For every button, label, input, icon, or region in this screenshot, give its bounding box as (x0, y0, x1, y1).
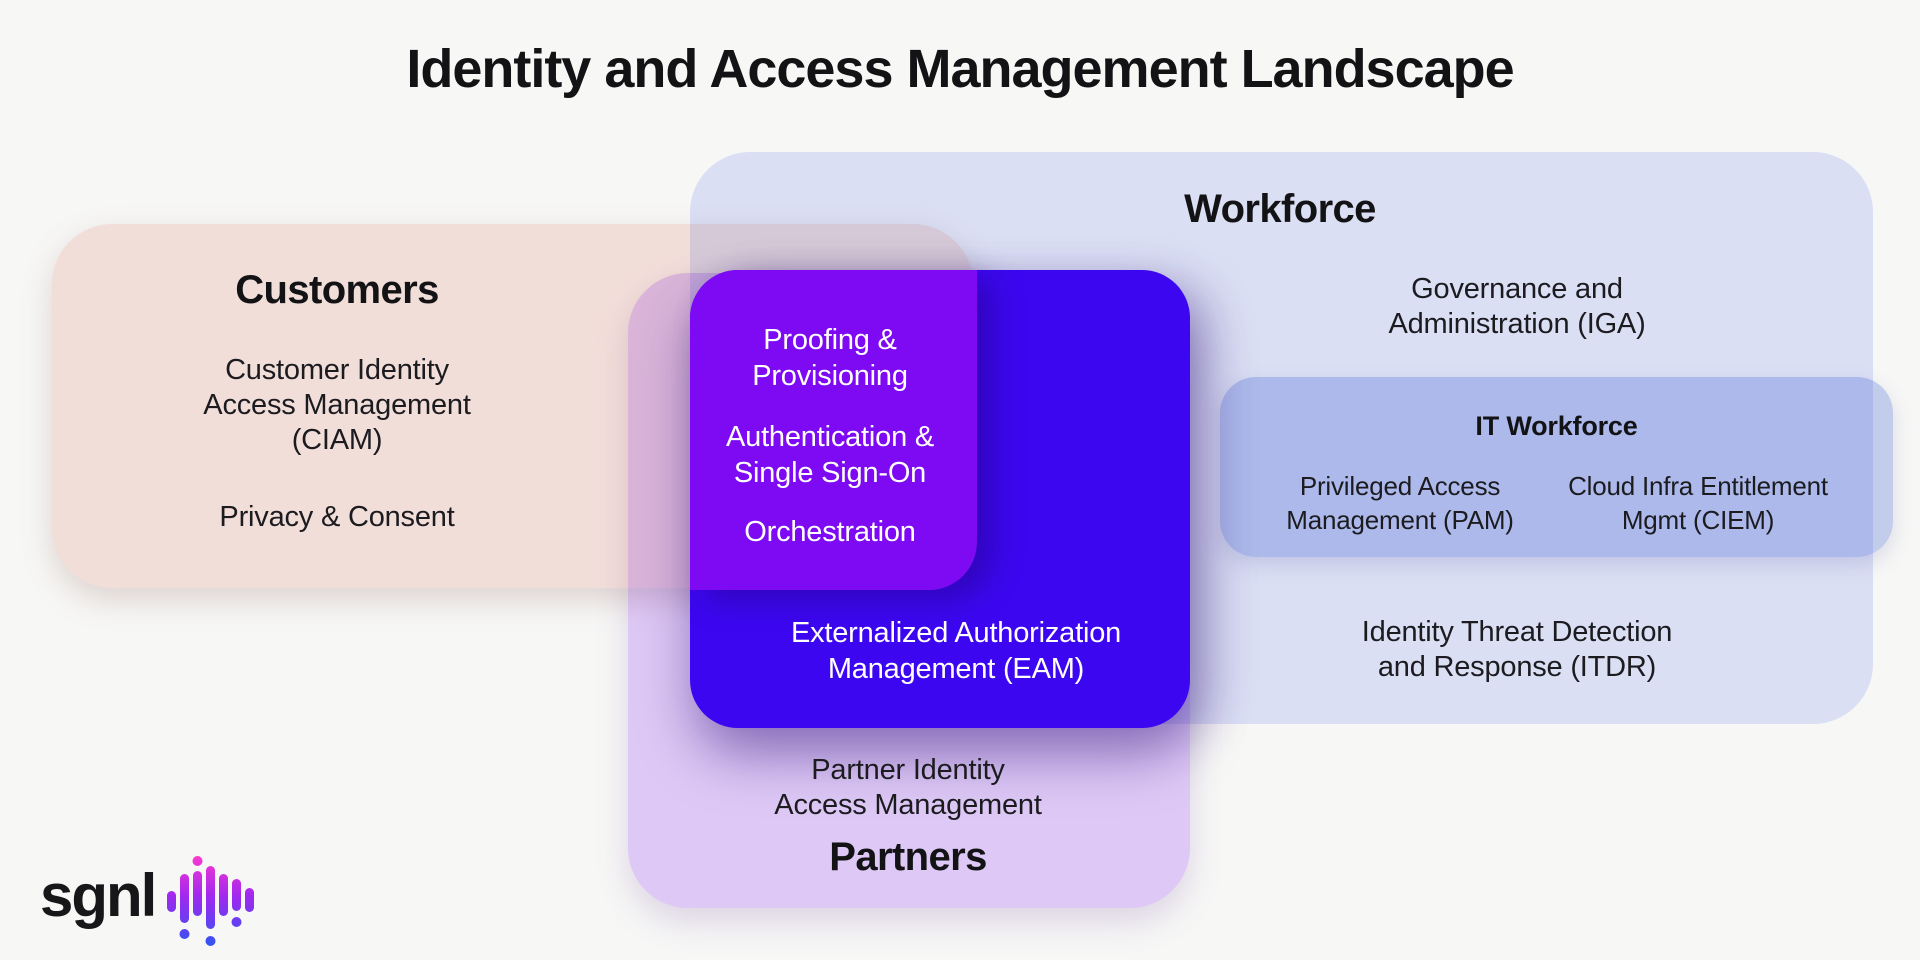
workforce-region-title: Workforce (1184, 187, 1376, 231)
itdr-label: Identity Threat Detection and Response (… (1361, 616, 1673, 683)
proofing-provisioning-label: Proofing & Provisioning (752, 324, 908, 392)
sgnl-logo: sgnl (40, 848, 265, 952)
pam-label: Privileged Access Management (PAM) (1286, 471, 1514, 535)
eam-label: Externalized Authorization Management (E… (790, 617, 1122, 685)
customers-region-title: Customers (235, 268, 439, 312)
privacy-consent-label: Privacy & Consent (219, 501, 455, 533)
partners-region-title: Partners (829, 835, 987, 879)
sgnl-logo-text: sgnl (40, 862, 157, 929)
authentication-sso-label: Authentication & Single Sign-On (726, 421, 934, 489)
core-overlap-box (690, 270, 977, 590)
soundwave-icon (167, 856, 255, 946)
it-workforce-box (1220, 377, 1893, 557)
partner-iam-label: Partner Identity Access Management (774, 754, 1042, 821)
iga-label: Governance and Administration (IGA) (1388, 273, 1646, 340)
it-workforce-title: IT Workforce (1475, 411, 1638, 441)
ciam-label: Customer Identity Access Management (CIA… (203, 354, 471, 456)
page-title: Identity and Access Management Landscape (406, 39, 1514, 99)
ciem-label: Cloud Infra Entitlement Mgmt (CIEM) (1568, 471, 1828, 535)
orchestration-label: Orchestration (744, 516, 916, 548)
